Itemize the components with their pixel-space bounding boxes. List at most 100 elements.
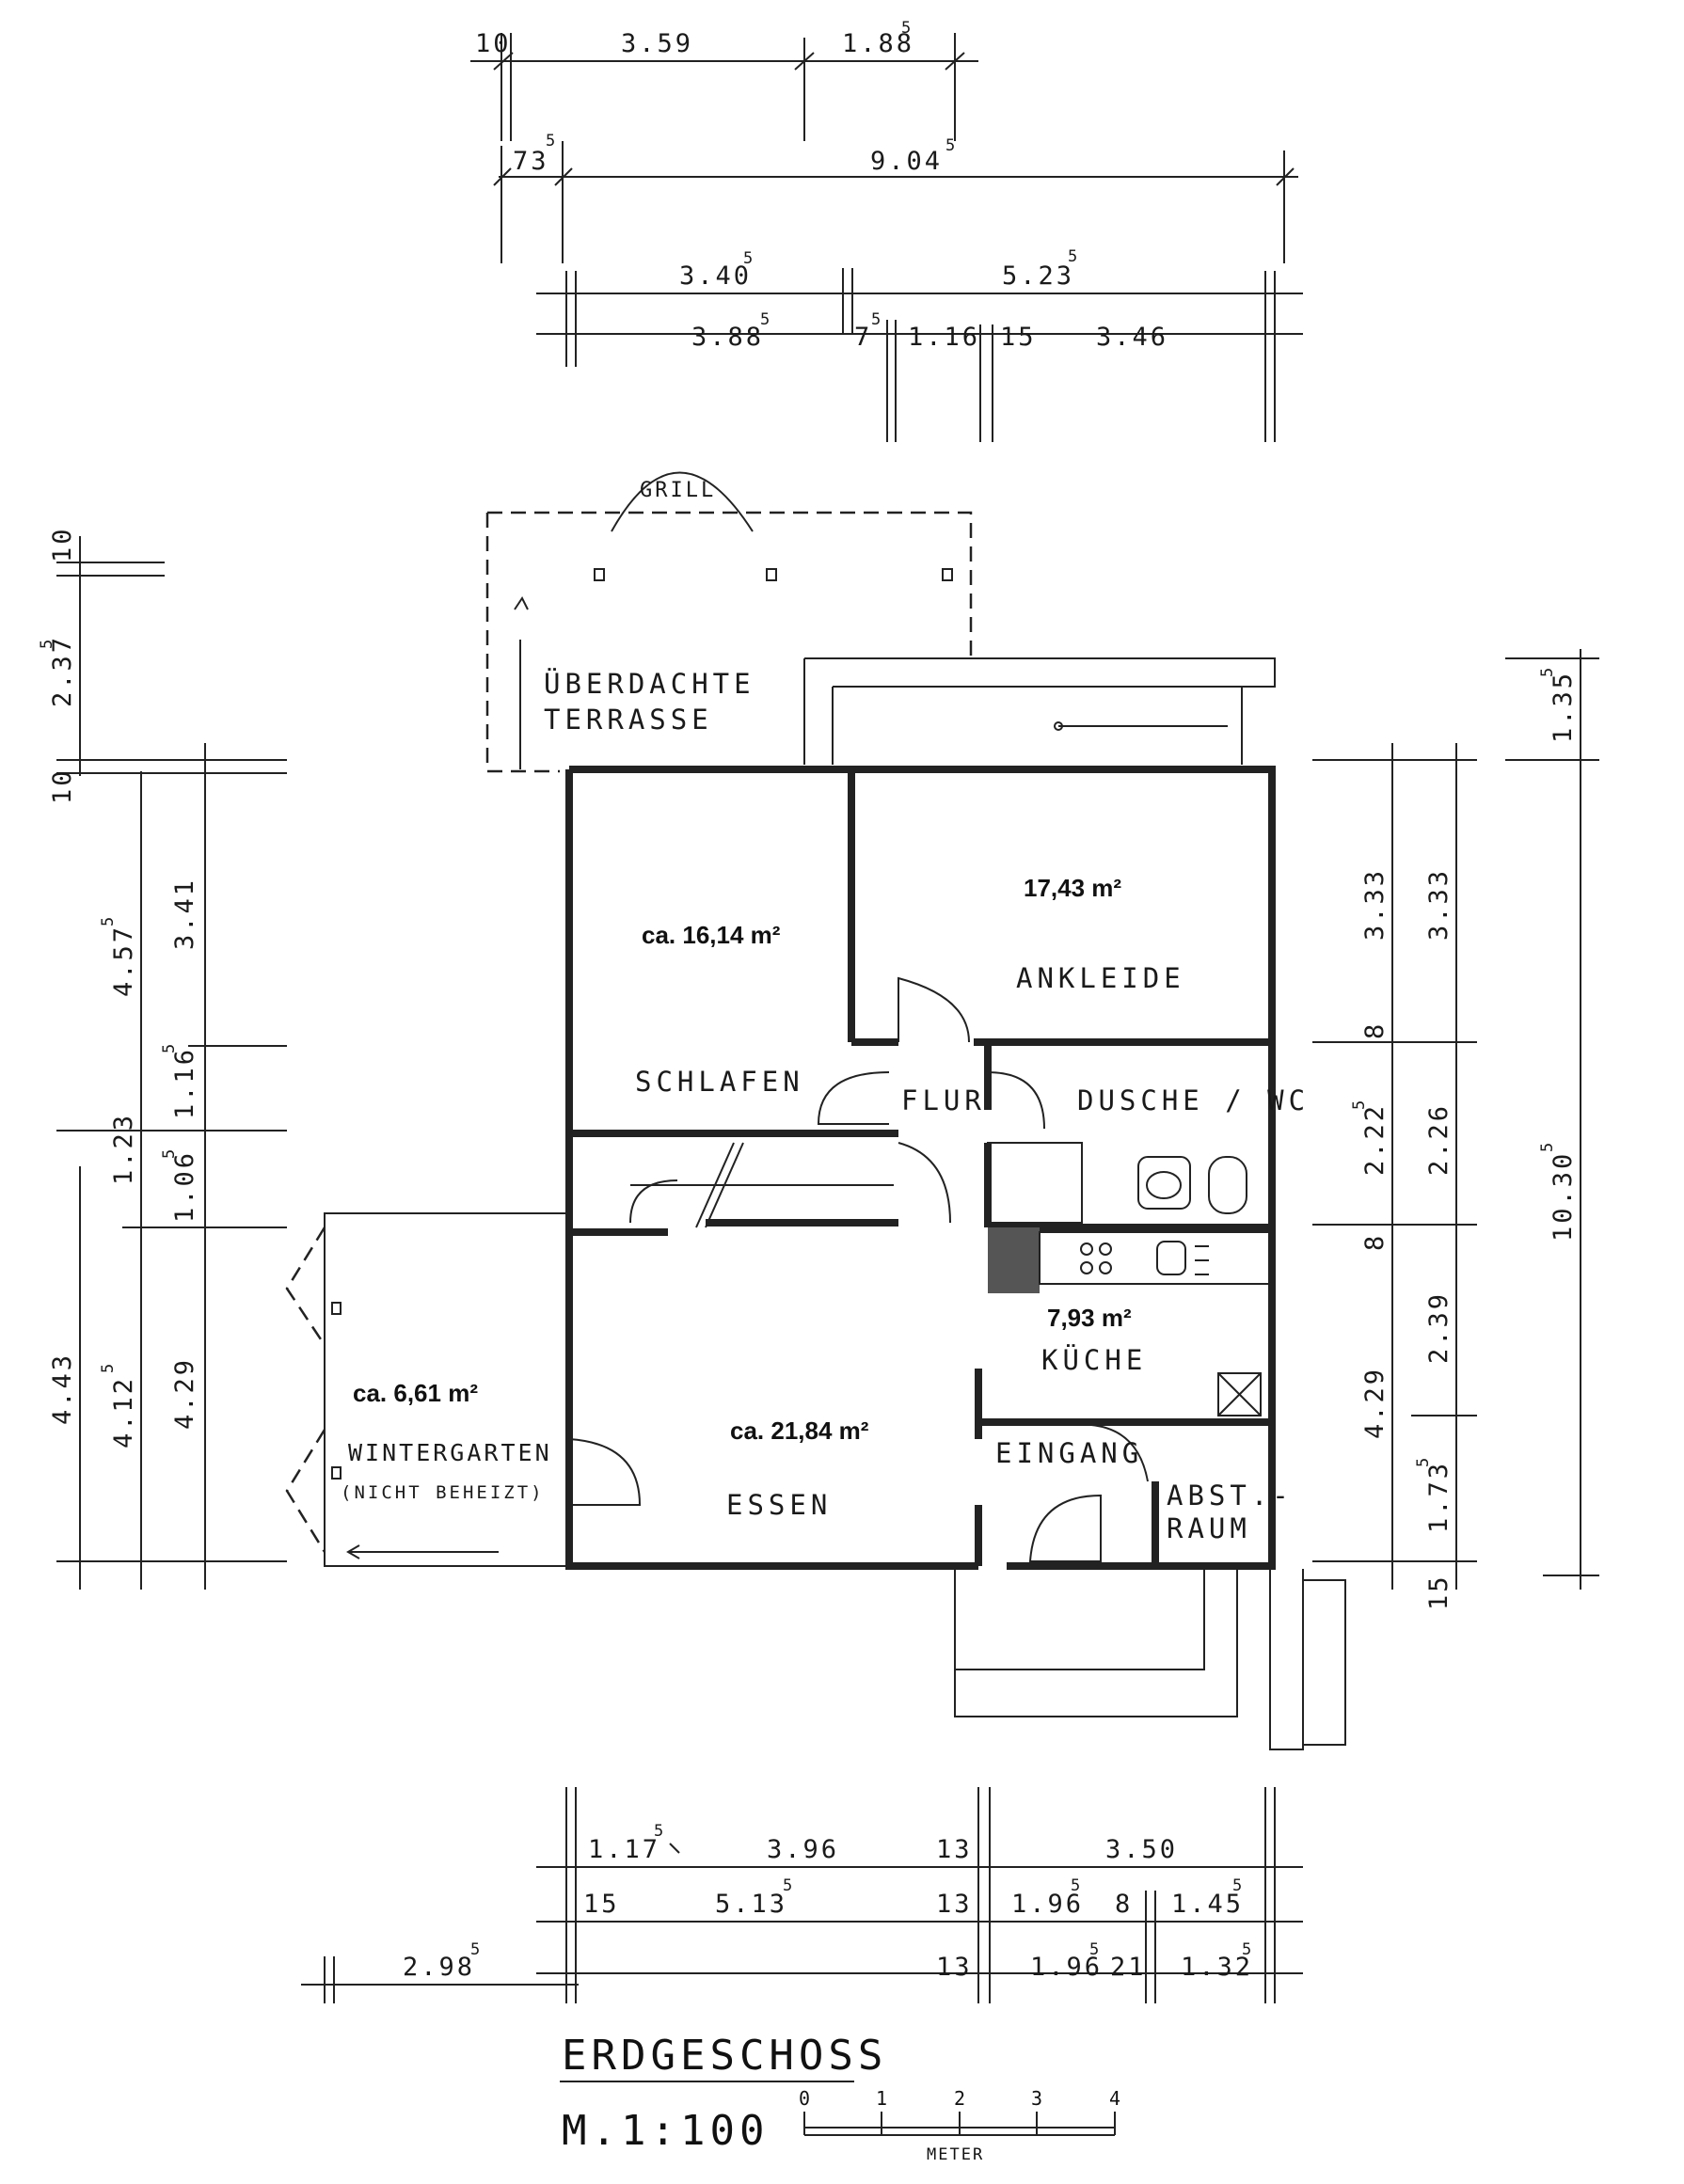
plan-title: ERDGESCHOSS — [562, 2032, 887, 2080]
dim-top4-a-sup: 5 — [760, 310, 770, 329]
dim-bot2-d: 1.96 — [1011, 1890, 1084, 1919]
dim-left-i: 4.43 — [48, 1353, 77, 1425]
dim-bot3-a-sup: 5 — [470, 1940, 480, 1959]
dim-left-e: 3.41 — [170, 878, 199, 950]
dim-bot1-b: 3.96 — [767, 1835, 839, 1864]
dim-bot2-a: 15 — [583, 1890, 620, 1919]
top-dimensions: 10 3.59 1.88 5 73 5 9.04 5 3.40 5 5.23 5… — [470, 19, 1303, 442]
dim-bot3-a: 2.98 — [403, 1953, 475, 1982]
dim-top2-b: 9.04 — [870, 147, 943, 176]
label-eingang: EINGANG — [995, 1437, 1143, 1469]
dim-bot1-c: 13 — [936, 1835, 973, 1864]
dim-bot2-b-sup: 5 — [783, 1876, 792, 1895]
dim-bot2-d-sup: 5 — [1071, 1876, 1080, 1895]
left-dimensions: 10 2.37 5 10 4.57 5 3.41 1.16 5 1.23 1.0… — [38, 526, 287, 1590]
dim-right-k-sup: 5 — [1538, 668, 1557, 677]
dim-bot2-c: 13 — [936, 1890, 973, 1919]
dim-bot2-f-sup: 5 — [1232, 1876, 1242, 1895]
dim-left-d-sup: 5 — [99, 917, 118, 926]
dim-right-c: 8 — [1360, 1021, 1390, 1039]
dim-left-j: 4.12 — [109, 1376, 138, 1448]
dim-right-l: 10.30 — [1549, 1151, 1578, 1242]
dim-left-c: 10 — [48, 768, 77, 804]
scale-unit: METER — [927, 2145, 984, 2164]
dim-right-h: 4.29 — [1360, 1367, 1390, 1439]
door-dusche — [987, 1071, 1045, 1130]
dim-top1-c: 1.88 — [842, 29, 914, 58]
dim-right-i: 1.73 — [1424, 1461, 1454, 1533]
label-wintergarten: WINTERGARTEN — [348, 1439, 552, 1466]
dim-bot2-e: 8 — [1115, 1890, 1133, 1919]
label-ankleide: ANKLEIDE — [1016, 962, 1185, 994]
area-essen: ca. 21,84 m² — [730, 1416, 869, 1445]
door-ankleide — [898, 976, 970, 1043]
kitchen-counter — [1039, 1231, 1271, 1285]
dim-bot1-a: 1.17 — [588, 1835, 660, 1864]
sink — [1137, 1156, 1191, 1210]
grill-arc — [611, 471, 754, 532]
dim-top4-e: 3.46 — [1096, 323, 1168, 352]
dim-left-b-sup: 5 — [38, 640, 56, 649]
dim-top4-b-sup: 5 — [871, 310, 881, 329]
dim-right-f: 8 — [1360, 1233, 1390, 1251]
dim-top3-a-sup: 5 — [743, 249, 753, 268]
dim-top2-a-sup: 5 — [546, 132, 555, 150]
dim-right-d: 2.22 — [1360, 1103, 1390, 1176]
scale-tick-3: 3 — [1031, 2087, 1042, 2110]
dim-right-a: 3.33 — [1360, 868, 1390, 941]
label-grill: GRILL — [640, 479, 716, 502]
post — [594, 568, 605, 581]
dim-left-f: 1.16 — [170, 1047, 199, 1119]
plan-scale: M.1:100 — [562, 2107, 769, 2155]
shaft — [1217, 1372, 1262, 1416]
title-block: ERDGESCHOSS M.1:100 0 1 2 3 4 METER — [560, 2032, 1120, 2164]
dim-top2-b-sup: 5 — [945, 136, 955, 155]
dim-right-d-sup: 5 — [1350, 1100, 1369, 1110]
dim-right-i-sup: 5 — [1414, 1458, 1433, 1467]
dim-top4-d: 15 — [1000, 323, 1037, 352]
dim-right-g: 2.39 — [1424, 1291, 1454, 1364]
post — [766, 568, 777, 581]
dim-top4-b: 7 — [854, 323, 872, 352]
scale-tick-1: 1 — [876, 2087, 887, 2110]
door-schlafen — [817, 1071, 890, 1125]
label-abst-1: ABST.- — [1167, 1480, 1294, 1511]
dim-bot2-f: 1.45 — [1171, 1890, 1244, 1919]
area-ankleide: 17,43 m² — [1024, 874, 1121, 902]
shower-tray — [987, 1142, 1083, 1224]
dim-right-k: 1.35 — [1549, 671, 1578, 743]
scale-bar: 0 1 2 3 4 METER — [799, 2087, 1120, 2164]
label-abst-2: RAUM — [1167, 1512, 1251, 1544]
dim-left-k: 4.29 — [170, 1357, 199, 1430]
dim-left-g: 1.23 — [109, 1113, 138, 1185]
right-dimensions: 3.33 3.33 8 2.22 5 2.26 8 2.39 4.29 1.73… — [1312, 649, 1599, 1610]
room-labels: GRILL ÜBERDACHTE TERRASSE ca. 16,14 m² S… — [341, 479, 1305, 1544]
dim-bot3-e-sup: 5 — [1242, 1940, 1251, 1959]
scale-tick-4: 4 — [1109, 2087, 1120, 2110]
dim-left-h: 1.06 — [170, 1150, 199, 1223]
dim-top4-a: 3.88 — [691, 323, 764, 352]
label-schlafen: SCHLAFEN — [635, 1066, 804, 1098]
chimney — [988, 1227, 1040, 1293]
area-kueche: 7,93 m² — [1047, 1304, 1132, 1332]
post — [942, 568, 953, 581]
bottom-dimensions: 1.17 5 3.96 13 3.50 15 5.13 5 13 1.96 5 … — [301, 1787, 1303, 2003]
area-wintergarten: ca. 6,61 m² — [353, 1379, 478, 1407]
dim-top3-b-sup: 5 — [1068, 247, 1077, 266]
dim-bot3-d: 21 — [1110, 1953, 1147, 1982]
dim-top3-b: 5.23 — [1002, 261, 1074, 291]
label-terrasse-1: ÜBERDACHTE — [544, 668, 755, 700]
dim-top1-b: 3.59 — [621, 29, 693, 58]
dim-bot3-b: 13 — [936, 1953, 973, 1982]
building — [285, 471, 1346, 1750]
dim-top1-c-sup: 5 — [901, 19, 911, 38]
toilet — [1208, 1156, 1247, 1214]
label-terrasse-2: TERRASSE — [544, 704, 713, 736]
door-eingang — [1028, 1494, 1102, 1562]
dim-bot1-d: 3.50 — [1105, 1835, 1178, 1864]
scale-tick-0: 0 — [799, 2087, 810, 2110]
label-wintergarten-note: (NICHT BEHEIZT) — [341, 1482, 545, 1503]
dim-left-h-sup: 5 — [160, 1149, 179, 1159]
label-flur: FLUR — [901, 1084, 986, 1116]
dim-bot2-b: 5.13 — [715, 1890, 787, 1919]
